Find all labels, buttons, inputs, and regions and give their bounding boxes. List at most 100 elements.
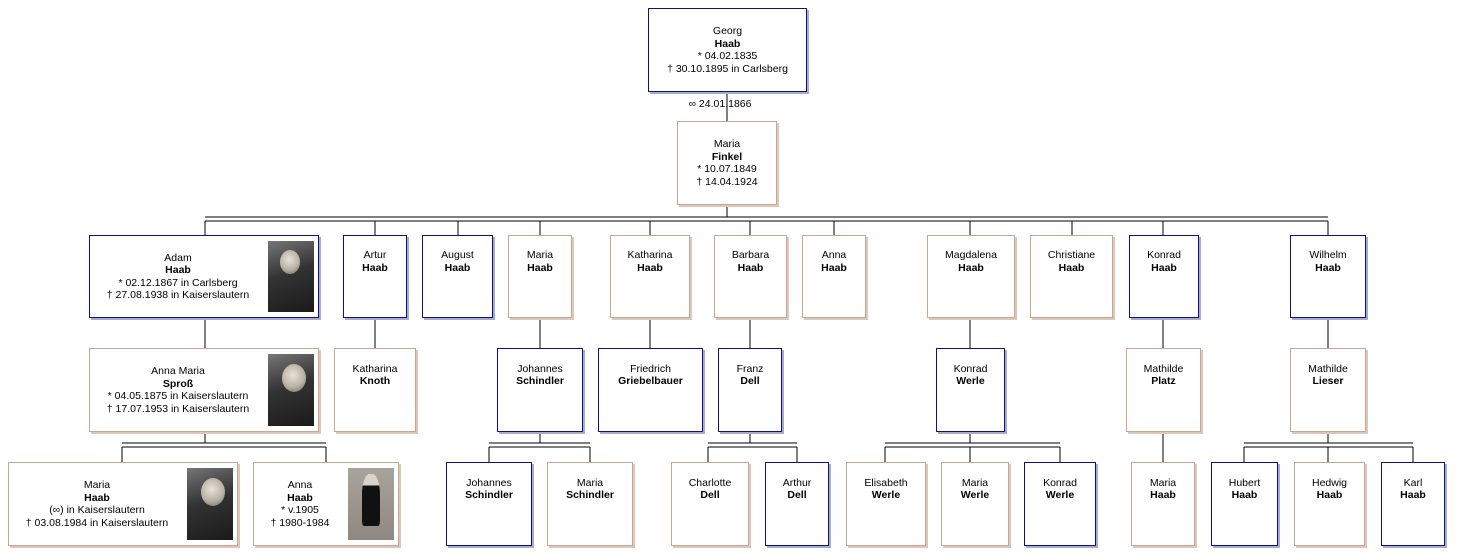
surname: Platz: [1151, 375, 1176, 387]
surname: Werle: [871, 489, 901, 501]
person-box-anna-maria-spross[interactable]: Anna Maria Sproß * 04.05.1875 in Kaisers…: [89, 348, 319, 432]
first-name: Artur: [363, 249, 387, 261]
surname: Dell: [700, 489, 720, 501]
person-box-adam-haab[interactable]: Adam Haab * 02.12.1867 in Carlsberg † 27…: [89, 235, 319, 318]
surname: Haab: [1151, 261, 1177, 274]
surname: Haab: [84, 491, 110, 504]
first-name: Maria: [83, 479, 111, 491]
surname: Haab: [1316, 489, 1343, 501]
portrait-photo: [187, 468, 233, 540]
surname: Werle: [956, 375, 985, 387]
surname: Schindler: [465, 489, 513, 501]
first-name: Karl: [1403, 476, 1423, 489]
birth-event: * 04.05.1875 in Kaiserslautern: [107, 390, 249, 402]
birth-event: * v.1905: [281, 504, 319, 516]
first-name: Anna Maria: [151, 365, 205, 377]
surname: Knoth: [359, 375, 391, 387]
surname: Haab: [362, 261, 388, 274]
surname: Haab: [287, 491, 313, 504]
first-name: Wilhelm: [1309, 249, 1347, 261]
first-name: Maria: [576, 476, 604, 489]
first-name: Elisabeth: [864, 476, 908, 489]
first-name: Barbara: [731, 249, 770, 261]
first-name: Mathilde: [1143, 362, 1184, 375]
death-event: † 17.07.1953 in Kaiserslautern: [106, 402, 250, 415]
death-event: † 14.04.1924: [696, 175, 758, 188]
first-name: Anna: [287, 479, 313, 491]
surname: Haab: [1400, 489, 1426, 501]
surname: Werle: [960, 489, 990, 501]
surname: Griebelbauer: [618, 375, 683, 387]
first-name: Hedwig: [1311, 476, 1348, 489]
first-name: Maria: [713, 138, 741, 150]
first-name: Friedrich: [630, 362, 671, 375]
first-name: Adam: [164, 251, 192, 264]
death-event: † 27.08.1938 in Kaiserslautern: [106, 289, 250, 301]
portrait-photo: [268, 354, 314, 426]
surname: Haab: [444, 261, 471, 274]
first-name: Georg: [712, 25, 743, 37]
person-box-maria-finkel[interactable]: Maria Finkel * 10.07.1849 † 14.04.1924: [677, 121, 777, 205]
person-box-maria-haab-gc[interactable]: Maria Haab (∞) in Kaiserslautern † 03.08…: [8, 462, 238, 546]
surname: Haab: [637, 261, 663, 274]
first-name: Anna: [821, 249, 847, 261]
first-name: Mathilde: [1308, 362, 1348, 375]
surname: Dell: [787, 489, 807, 501]
surname: Haab: [1150, 489, 1176, 501]
first-name: Konrad: [1147, 249, 1181, 261]
marriage-date: ∞ 24.01.1866: [688, 98, 752, 110]
surname: Haab: [958, 261, 984, 274]
first-name: Charlotte: [688, 476, 732, 489]
first-name: Johannes: [466, 476, 512, 489]
first-name: Magdalena: [945, 249, 997, 261]
surname: Sproß: [162, 377, 194, 390]
person-box-georg-haab[interactable]: Georg Haab * 04.02.1835 † 30.10.1895 in …: [648, 8, 807, 92]
first-name: Konrad: [953, 362, 988, 375]
first-name: Johannes: [517, 362, 563, 375]
first-name: Hubert: [1228, 476, 1261, 489]
portrait-photo: [268, 241, 314, 312]
surname: Finkel: [711, 150, 743, 163]
first-name: Konrad: [1043, 476, 1077, 489]
surname: Haab: [1231, 489, 1258, 501]
marriage-event: (∞) in Kaiserslautern: [49, 504, 145, 516]
person-box-anna-haab-gc[interactable]: Anna Haab * v.1905 † 1980-1984: [253, 462, 399, 546]
first-name: Katharina: [352, 362, 398, 375]
birth-event: * 10.07.1849: [697, 163, 757, 175]
surname: Schindler: [516, 375, 564, 387]
first-name: Maria: [961, 476, 989, 489]
first-name: Christiane: [1047, 249, 1096, 261]
first-name: Maria: [1149, 476, 1177, 489]
first-name: Maria: [526, 249, 554, 261]
death-event: † 1980-1984: [270, 516, 330, 529]
